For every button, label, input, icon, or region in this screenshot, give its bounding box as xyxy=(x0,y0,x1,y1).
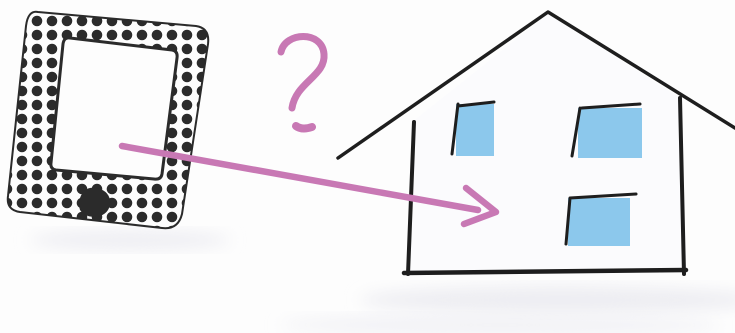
tablet-screen xyxy=(51,38,177,179)
house-icon xyxy=(338,12,735,275)
house-window-top-left xyxy=(452,102,494,156)
house-ground xyxy=(404,270,686,273)
tablet-icon xyxy=(8,12,209,228)
house-window-bottom-right xyxy=(566,194,636,246)
question-mark-icon xyxy=(281,37,324,129)
tablet-home-button xyxy=(79,188,110,217)
house-window-top-right xyxy=(572,104,642,158)
